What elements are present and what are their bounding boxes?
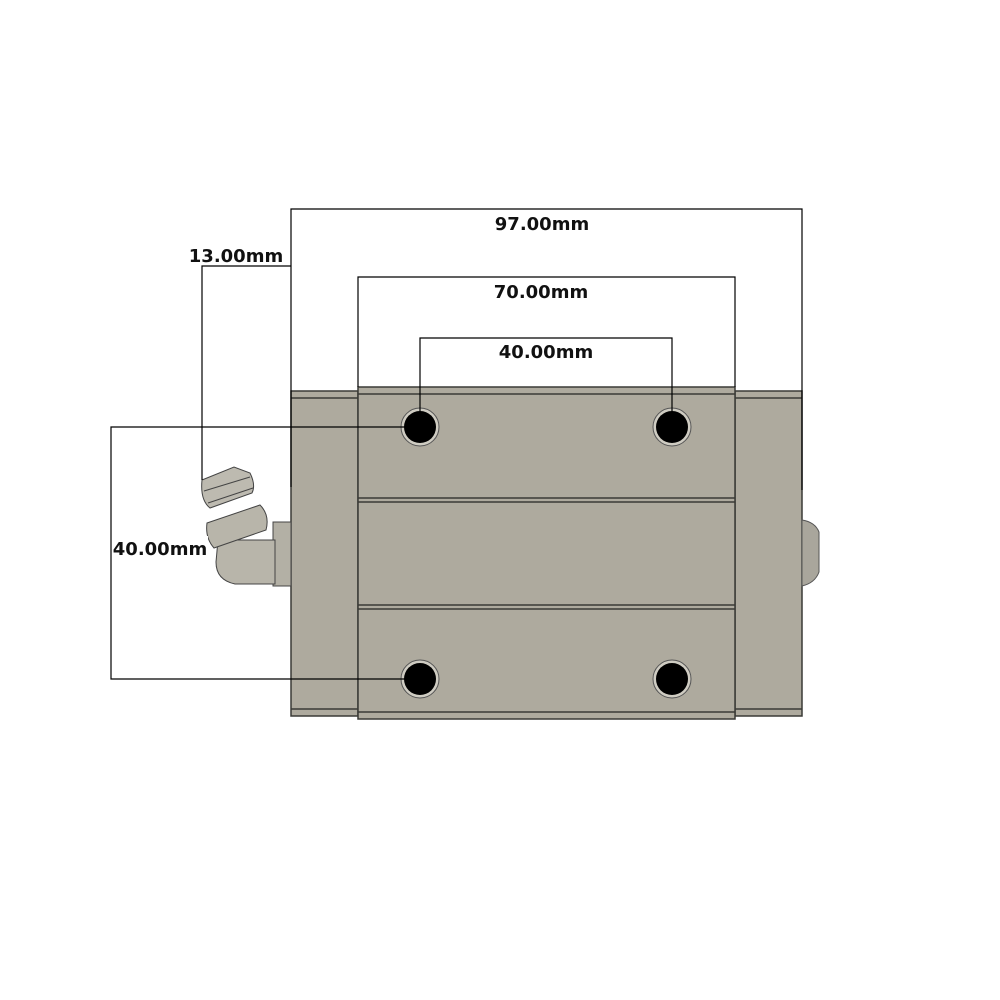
dimension-13: 13.00mm	[189, 246, 291, 480]
mounting-hole-bottom-right	[652, 659, 692, 699]
dimension-40-horizontal: 40.00mm	[419, 337, 673, 427]
dimension-40-horizontal-label: 40.00mm	[499, 342, 593, 363]
grease-nipple	[201, 466, 292, 587]
dimension-97-label: 97.00mm	[495, 214, 589, 235]
dimension-70: 70.00mm	[357, 276, 736, 387]
end-seal-plug	[801, 519, 820, 587]
dimension-97: 97.00mm	[290, 208, 803, 490]
dimension-70-label: 70.00mm	[494, 282, 588, 303]
right-end-cap	[734, 390, 803, 717]
dimension-13-label: 13.00mm	[189, 246, 283, 267]
dimension-40-vertical: 40.00mm	[110, 426, 420, 680]
dimension-40-vertical-label: 40.00mm	[113, 539, 207, 560]
left-end-cap	[290, 390, 359, 717]
